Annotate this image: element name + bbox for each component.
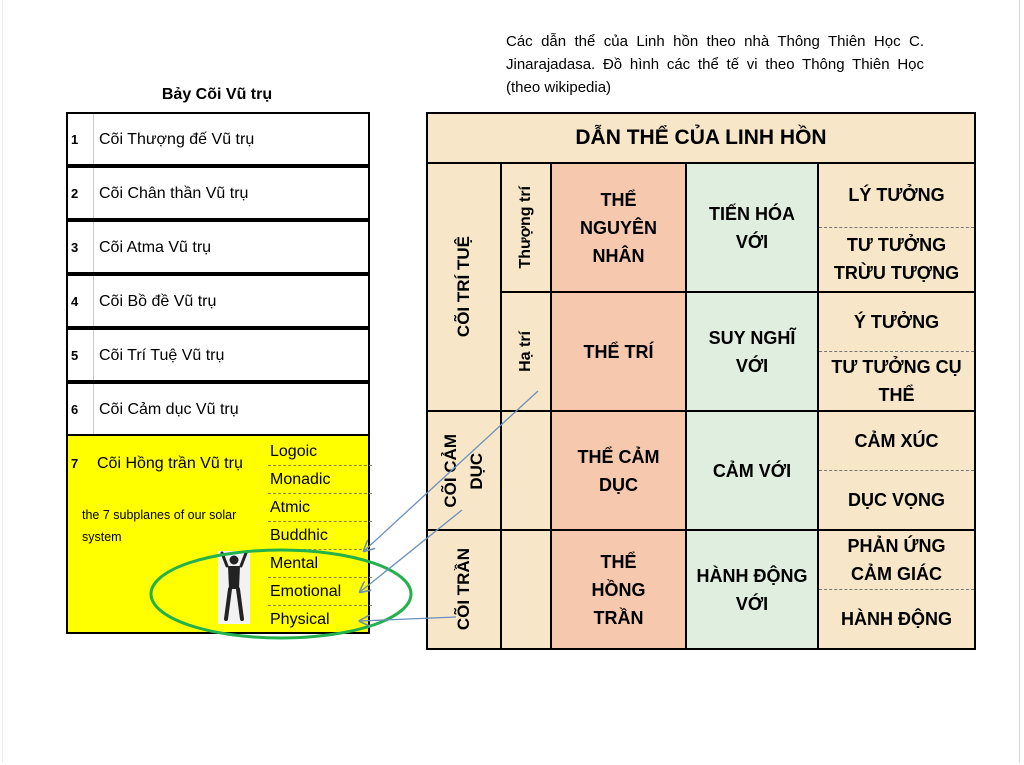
plane-row: 1 Cõi Thượng đế Vũ trụ (66, 112, 370, 166)
plane-row: 5 Cõi Trí Tuệ Vũ trụ (66, 328, 370, 382)
plane-label: Cõi Hồng trần Vũ trụ (97, 455, 243, 472)
plane-label: Cõi Trí Tuệ Vũ trụ (99, 347, 225, 364)
body-cell: THỂ TRÍ (550, 291, 687, 412)
subplane-cell (500, 529, 552, 650)
table-header: DẪN THỂ CỦA LINH HỒN (426, 112, 976, 164)
subplane-cell: Hạ trí (500, 291, 552, 412)
plane-row: 2 Cõi Chân thần Vũ trụ (66, 166, 370, 220)
action-cell: CẢM VỚI (685, 410, 819, 531)
action-cell: SUY NGHĨ VỚI (685, 291, 819, 412)
plane-cell: CÕI TRÍ TUỆ (426, 162, 502, 412)
plane-label: Cõi Thượng đế Vũ trụ (99, 131, 255, 148)
subplane-label: Logoic (268, 438, 372, 466)
plane-label: CÕI CẢM DỤC (441, 433, 486, 508)
faculty-cell: Ý TƯỞNG TƯ TƯỞNG CỤ THỂ (817, 291, 976, 412)
faculty-label: TƯ TƯỞNG TRỪU TƯỢNG (833, 235, 960, 284)
plane-number: 2 (71, 186, 79, 201)
plane-label: CÕI TRẦN (454, 548, 473, 631)
left-table-title: Bảy Cõi Vũ trụ (161, 86, 273, 103)
faculty-label: TƯ TƯỞNG CỤ THỂ (831, 356, 962, 405)
plane-row: 6 Cõi Cảm dục Vũ trụ (66, 382, 370, 436)
soul-vehicles-table: DẪN THỂ CỦA LINH HỒN CÕI TRÍ TUỆ CÕI CẢM… (426, 112, 976, 650)
body-cell: THỂ HỒNG TRẦN (550, 529, 687, 650)
faculty-cell: CẢM XÚC DỤC VỌNG (817, 410, 976, 531)
plane-label: Cõi Chân thần Vũ trụ (99, 185, 249, 202)
plane-number: 7 (71, 456, 79, 471)
subplane-cell (500, 410, 552, 531)
plane-label: CÕI TRÍ TUỆ (454, 236, 473, 338)
action-cell: HÀNH ĐỘNG VỚI (685, 529, 819, 650)
plane-cell: CÕI TRẦN (426, 529, 502, 650)
physical-plane-block: 7 Cõi Hồng trần Vũ trụ the 7 subplanes o… (66, 434, 372, 634)
subplane-label: Atmic (268, 494, 372, 522)
action-cell: TIẾN HÓA VỚI (685, 162, 819, 293)
faculty-label: LÝ TƯỞNG (819, 164, 974, 228)
subplane-label: Physical (270, 611, 330, 628)
plane-number: 6 (71, 402, 79, 417)
human-figure-icon (218, 551, 250, 624)
subplane-cell: Thượng trí (500, 162, 552, 293)
plane-number: 1 (71, 132, 79, 147)
subplane-label: Buddhic (268, 522, 372, 550)
plane-number: 4 (71, 294, 79, 309)
plane-label: Cõi Bồ đề Vũ trụ (99, 293, 217, 310)
subplane-label: Mental (268, 550, 372, 578)
faculty-cell: PHẢN ỨNG CẢM GIÁC HÀNH ĐỘNG (817, 529, 976, 650)
body-cell: THỂ NGUYÊN NHÂN (550, 162, 687, 293)
subplane-label: Thượng trí (517, 186, 534, 269)
caption-text: Các dẫn thể của Linh hồn theo nhà Thông … (506, 33, 924, 96)
subplane-label: Emotional (268, 578, 372, 606)
subplanes-note: the 7 subplanes of our solar system (82, 508, 237, 544)
plane-label: Cõi Atma Vũ trụ (99, 239, 212, 256)
plane-cell: CÕI CẢM DỤC (426, 410, 502, 531)
plane-row: 3 Cõi Atma Vũ trụ (66, 220, 370, 274)
plane-label: Cõi Cảm dục Vũ trụ (99, 401, 239, 418)
plane-number: 3 (71, 240, 79, 255)
faculty-label: CẢM XÚC (819, 412, 974, 471)
faculty-cell: LÝ TƯỞNG TƯ TƯỞNG TRỪU TƯỢNG (817, 162, 976, 293)
faculty-label: DỤC VỌNG (847, 489, 945, 510)
cosmic-planes-table: 1 Cõi Thượng đế Vũ trụ 2 Cõi Chân thần V… (66, 112, 372, 634)
plane-row: 4 Cõi Bồ đề Vũ trụ (66, 274, 370, 328)
faculty-label: PHẢN ỨNG CẢM GIÁC (819, 531, 974, 590)
faculty-label: Ý TƯỞNG (819, 293, 974, 352)
body-cell: THỂ CẢM DỤC (550, 410, 687, 531)
subplane-label: Hạ trí (517, 331, 534, 372)
subplane-label: Monadic (268, 466, 372, 494)
faculty-label: HÀNH ĐỘNG (841, 608, 952, 629)
plane-number: 5 (71, 348, 79, 363)
